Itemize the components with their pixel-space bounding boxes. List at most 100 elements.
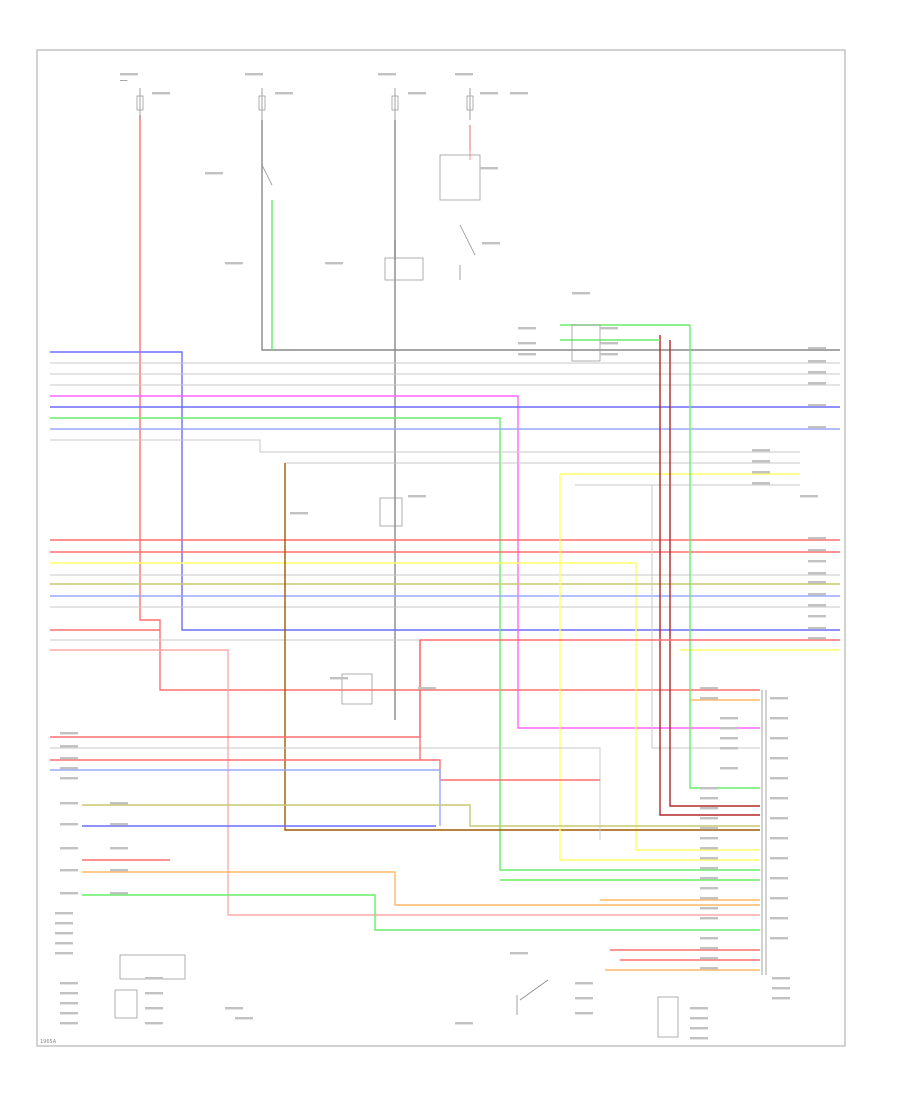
wire-red <box>50 639 840 738</box>
label-placeholder <box>752 471 770 474</box>
label-placeholder <box>808 371 826 374</box>
label-placeholder <box>60 869 78 872</box>
label-placeholder <box>700 967 718 970</box>
wire-magenta <box>50 395 760 729</box>
label-placeholder <box>700 837 718 840</box>
wire-gray <box>261 120 840 351</box>
label-placeholder <box>235 1017 253 1020</box>
wire-grayline <box>50 439 800 453</box>
label-placeholder <box>60 1012 78 1015</box>
sensor-icon <box>657 996 679 1038</box>
label-placeholder <box>770 917 788 920</box>
label-placeholder <box>752 482 770 485</box>
label-placeholder <box>720 717 738 720</box>
label-placeholder <box>60 777 78 780</box>
wire-lightblue <box>50 769 441 826</box>
fuse-3-icon <box>391 88 399 120</box>
label-placeholder <box>700 817 718 820</box>
label-placeholder <box>245 73 263 76</box>
label-placeholder <box>770 897 788 900</box>
label-placeholder <box>110 892 128 895</box>
label-placeholder <box>690 1027 708 1030</box>
label-placeholder <box>700 957 718 960</box>
diagram-frame <box>36 49 846 1047</box>
wire-olive <box>82 804 760 827</box>
switch-1-icon <box>261 164 273 200</box>
label-placeholder <box>60 892 78 895</box>
label-placeholder <box>770 857 788 860</box>
wire-grayline <box>50 747 601 840</box>
label-placeholder <box>808 426 826 429</box>
label-placeholder <box>60 992 78 995</box>
wire-yellow <box>559 474 760 861</box>
label-placeholder <box>770 697 788 700</box>
label-placeholder <box>808 360 826 363</box>
label-placeholder <box>510 92 528 95</box>
label-placeholder <box>145 977 163 980</box>
label-placeholder <box>275 92 293 95</box>
label-placeholder <box>55 922 73 925</box>
label-placeholder <box>772 997 790 1000</box>
label-placeholder <box>60 1002 78 1005</box>
label-placeholder <box>772 977 790 980</box>
label-placeholder <box>700 827 718 830</box>
label-placeholder <box>700 907 718 910</box>
label-placeholder <box>572 292 590 295</box>
label-placeholder <box>700 897 718 900</box>
switch-2-icon <box>114 954 549 1019</box>
label-placeholder <box>325 262 343 265</box>
label-placeholder <box>60 847 78 850</box>
label-placeholder <box>808 382 826 385</box>
wire-darkred <box>669 340 760 807</box>
label-placeholder <box>60 1022 78 1025</box>
label-placeholder <box>808 537 826 540</box>
label-placeholder <box>575 982 593 985</box>
wire-group <box>50 115 840 971</box>
label-placeholder <box>770 757 788 760</box>
label-placeholder <box>700 947 718 950</box>
wire-darkred <box>659 335 760 816</box>
label-placeholder <box>408 495 426 498</box>
label-placeholder <box>518 342 536 345</box>
label-placeholder <box>152 92 170 95</box>
label-placeholder <box>808 604 826 607</box>
label-placeholder <box>770 737 788 740</box>
label-placeholder <box>700 887 718 890</box>
wire-red <box>139 115 760 691</box>
label-placeholder <box>455 1022 473 1025</box>
label-placeholder <box>720 767 738 770</box>
label-placeholder <box>690 1037 708 1040</box>
label-placeholder <box>700 697 718 700</box>
label-placeholder <box>575 1012 593 1015</box>
label-placeholder <box>55 912 73 915</box>
relay-icon <box>439 154 481 280</box>
label-placeholder <box>690 1007 708 1010</box>
label-placeholder <box>60 982 78 985</box>
label-placeholder <box>225 262 243 265</box>
wire-green <box>82 894 760 931</box>
footer-code: 1965A <box>40 1039 57 1045</box>
label-placeholder <box>145 1007 163 1010</box>
label-placeholder <box>418 687 436 690</box>
label-placeholder <box>690 1017 708 1020</box>
fuse-2-icon <box>258 88 266 120</box>
label-placeholder <box>600 353 618 356</box>
wire-orange <box>82 871 760 906</box>
label-placeholder <box>120 73 138 76</box>
label-placeholder <box>510 952 528 955</box>
label-placeholder <box>55 952 73 955</box>
label-placeholder <box>518 353 536 356</box>
wire-pink <box>50 649 760 916</box>
fuse-1-icon: ═══ <box>119 78 144 120</box>
svg-text:═══: ═══ <box>119 78 128 83</box>
label-placeholder <box>700 797 718 800</box>
label-placeholder <box>378 73 396 76</box>
label-placeholder <box>482 242 500 245</box>
label-placeholder <box>770 817 788 820</box>
label-placeholder <box>808 581 826 584</box>
label-placeholder <box>60 745 78 748</box>
label-placeholder <box>700 787 718 790</box>
label-placeholder <box>720 727 738 730</box>
wire-green <box>50 417 760 871</box>
label-placeholder <box>330 677 348 680</box>
